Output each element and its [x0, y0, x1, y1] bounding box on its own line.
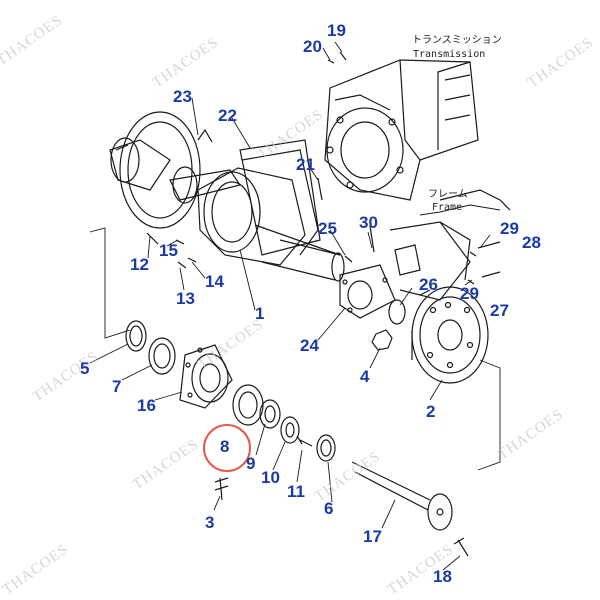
callout-5[interactable]: 5: [80, 359, 90, 378]
bolt-28: [477, 241, 501, 249]
bolt-27: [481, 271, 501, 278]
frame-note-jp: フレーム: [428, 189, 468, 200]
bearing-8: [232, 384, 264, 426]
bolt-12: [146, 232, 159, 245]
callout-3[interactable]: 3: [205, 513, 215, 532]
assembly-brackets: [89, 204, 501, 471]
callout-20[interactable]: 20: [303, 37, 322, 56]
callout-22[interactable]: 22: [218, 106, 237, 125]
callout-23[interactable]: 23: [173, 87, 192, 106]
callout-15[interactable]: 15: [159, 241, 178, 260]
callout-7[interactable]: 7: [112, 377, 122, 396]
bolt-30: [369, 225, 375, 253]
transmission-housing: [324, 59, 479, 201]
washer-9: [259, 399, 281, 429]
washer-13: [177, 261, 187, 269]
nut: [371, 329, 393, 351]
axle-housing: [197, 149, 345, 282]
callout-28[interactable]: 28: [522, 233, 541, 252]
callout-14[interactable]: 14: [205, 272, 224, 291]
transmission-note-jp: トランスミッション: [412, 35, 502, 46]
callout-16[interactable]: 16: [137, 396, 156, 415]
washer-10: [280, 416, 300, 444]
callout-17[interactable]: 17: [363, 527, 382, 546]
callout-9[interactable]: 9: [246, 454, 256, 473]
callout-13[interactable]: 13: [176, 289, 195, 308]
callout-24[interactable]: 24: [300, 336, 319, 355]
callout-30[interactable]: 30: [359, 213, 378, 232]
callout-29a[interactable]: 29: [500, 219, 519, 238]
callout-26[interactable]: 26: [419, 275, 438, 294]
seal-6: [316, 434, 336, 462]
seal-5: [125, 320, 147, 352]
pin-21: [317, 177, 323, 201]
callout-18[interactable]: 18: [433, 567, 452, 586]
callout-19[interactable]: 19: [327, 21, 346, 40]
callout-11[interactable]: 11: [287, 482, 305, 501]
callout-29b[interactable]: 29: [460, 284, 479, 303]
highlight-circle: [203, 424, 251, 472]
callout-21[interactable]: 21: [296, 155, 315, 174]
washer-20: [327, 59, 335, 64]
washer-29a: [469, 251, 477, 257]
bolt-25: [344, 255, 353, 263]
callout-6[interactable]: 6: [324, 499, 334, 518]
callout-8[interactable]: 8: [220, 437, 230, 456]
bolt-3: [214, 477, 229, 501]
transmission-note-en: Transmission: [413, 49, 486, 60]
callout-2[interactable]: 2: [426, 402, 436, 421]
callout-12[interactable]: 12: [130, 255, 149, 274]
gasket-outline: [239, 139, 321, 256]
nut-14: [187, 257, 197, 263]
callout-27[interactable]: 27: [490, 301, 509, 320]
callout-4[interactable]: 4: [360, 367, 370, 386]
brake-drum: [411, 286, 489, 384]
callout-10[interactable]: 10: [261, 468, 280, 487]
differential-carrier: [109, 111, 241, 229]
axle-shaft: [351, 461, 453, 531]
screw-11: [296, 435, 313, 447]
bearing-7: [148, 337, 176, 375]
hub-bracket: [339, 264, 396, 319]
bolt-19: [339, 51, 347, 61]
leader-lines: [89, 41, 491, 571]
frame-note-en: Frame: [432, 202, 463, 213]
bolt-18: [453, 537, 469, 557]
plug: [388, 299, 406, 325]
callout-25[interactable]: 25: [318, 219, 337, 238]
callout-1[interactable]: 1: [255, 304, 265, 323]
washer-29b: [467, 279, 475, 285]
